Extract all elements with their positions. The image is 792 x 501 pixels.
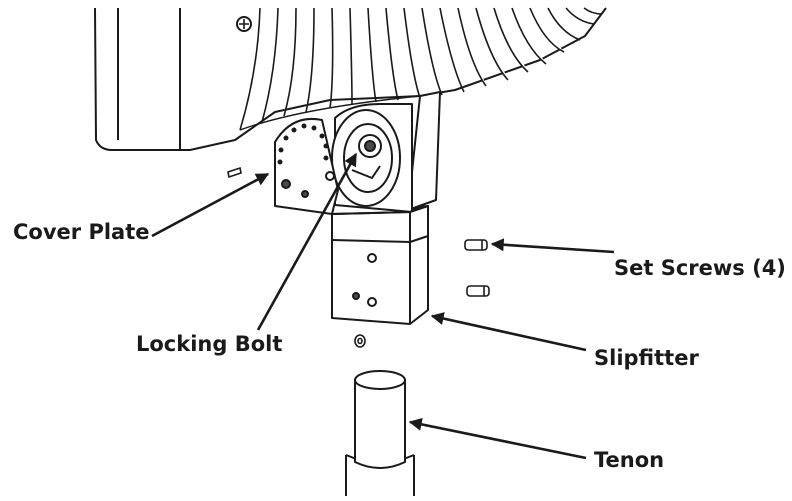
leader-lines xyxy=(151,152,615,460)
slipfitter-leader xyxy=(430,312,587,352)
slipfitter-body xyxy=(331,205,429,325)
slipfitter-label: Slipfitter xyxy=(594,346,699,370)
degree-dial xyxy=(277,123,329,165)
cover-plate-leader xyxy=(151,172,270,238)
locking-bolt-leader xyxy=(256,152,358,331)
fixture-housing xyxy=(94,7,607,151)
housing-screw xyxy=(236,16,252,32)
set-screws-label: Set Screws (4) xyxy=(614,256,786,280)
cooling-fins xyxy=(239,7,603,131)
set-screw xyxy=(464,239,488,251)
locking-bolt-label: Locking Bolt xyxy=(136,332,283,356)
tenon-leader xyxy=(408,417,587,460)
tenon xyxy=(345,370,415,496)
set-screw xyxy=(466,285,490,297)
cover-plate xyxy=(274,118,339,215)
locking-bolt-nut xyxy=(354,334,366,348)
cover-plate-label: Cover Plate xyxy=(13,220,150,244)
cover-plate-screw xyxy=(227,166,242,179)
tenon-label: Tenon xyxy=(594,448,665,472)
set-screws-leader xyxy=(490,238,615,254)
pivot-yoke xyxy=(331,91,441,213)
